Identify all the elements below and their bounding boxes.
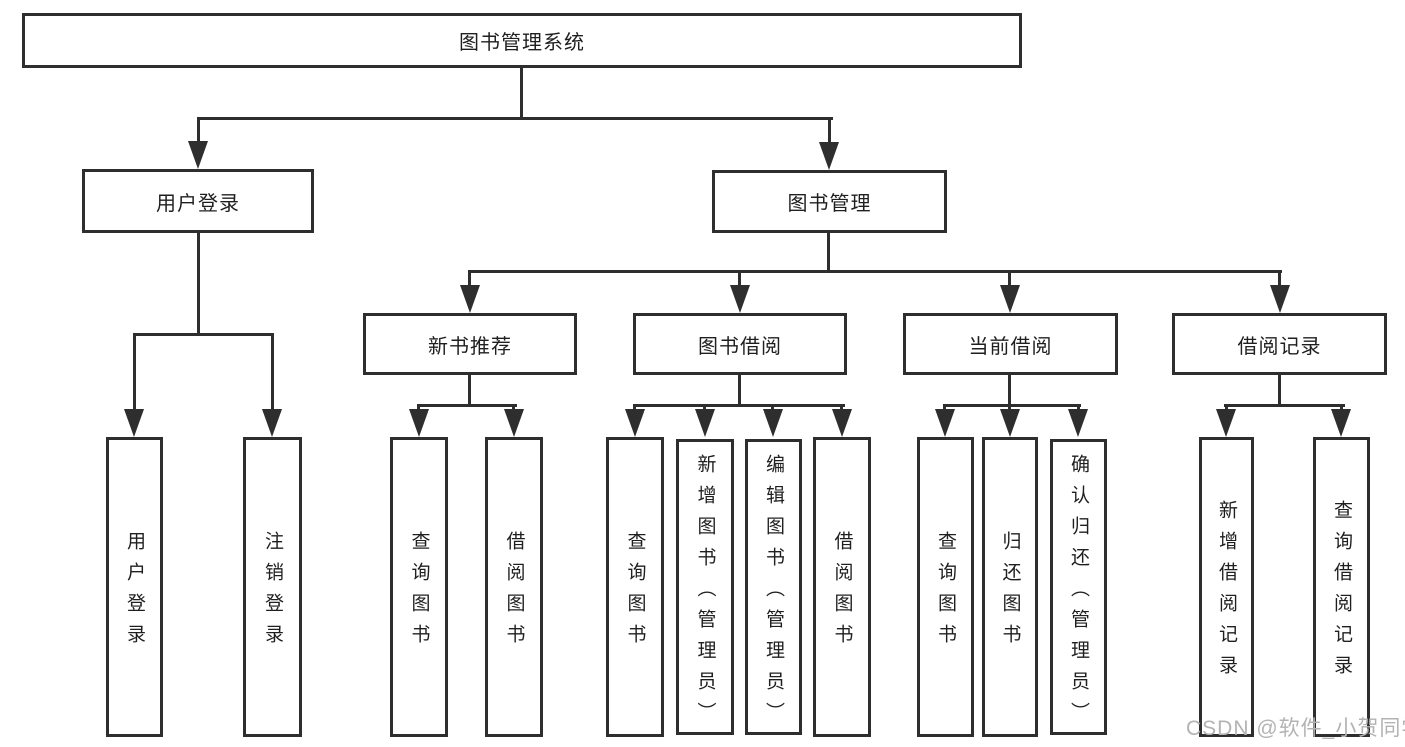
node-leaf-query-books-borrow: 查询图书 <box>606 437 664 737</box>
edge-logout-leaf-stub <box>271 333 274 411</box>
edge-borrowing-stub <box>738 270 741 287</box>
node-label: 用户登录 <box>156 192 240 215</box>
node-label: 查询借阅记录 <box>1331 500 1352 686</box>
edge-leaf-stub <box>633 404 636 412</box>
arrow-to-leaf <box>935 409 955 437</box>
arrow-to-leaf <box>1068 409 1088 437</box>
edge-leaf-stub <box>771 404 774 412</box>
edge-login-leaf-stub <box>133 333 136 411</box>
arrow-to-leaf <box>504 409 524 437</box>
arrow-to-login-leaf <box>124 409 144 437</box>
node-label: 查询图书 <box>408 531 430 655</box>
arrow-to-book-mgmt <box>819 142 839 170</box>
edge-records-stem <box>1278 375 1281 407</box>
edge-leaf-stub <box>1340 404 1343 412</box>
edge-leaf-stub <box>417 404 420 412</box>
node-label: 确认归还（管理员） <box>1068 453 1089 733</box>
node-new-book-recommendation: 新书推荐 <box>363 313 577 375</box>
node-library-management-system: 图书管理系统 <box>22 13 1022 68</box>
edge-newbook-stub <box>468 270 471 287</box>
edge-records-hline <box>1224 404 1345 407</box>
edge-level2-hline <box>197 117 833 120</box>
node-label: 图书借阅 <box>698 335 782 358</box>
edge-borrowing-hline <box>633 404 845 407</box>
node-current-borrowing: 当前借阅 <box>903 313 1118 375</box>
edge-newbook-hline <box>417 404 517 407</box>
arrow-to-leaf <box>695 409 715 437</box>
node-label: 当前借阅 <box>968 335 1053 358</box>
edge-current-hline <box>943 404 1081 407</box>
edge-leaf-stub <box>703 404 706 412</box>
arrow-to-new-book-rec <box>460 285 480 313</box>
edge-user-login-stem <box>197 233 200 336</box>
edge-root-stem <box>520 68 523 118</box>
node-label: 新增图书（管理员） <box>694 453 716 733</box>
edge-borrowing-stem <box>738 375 741 407</box>
arrow-to-leaf <box>763 409 783 437</box>
node-label: 图书管理 <box>787 193 872 215</box>
node-label: 注销登录 <box>262 531 283 655</box>
node-label: 新增借阅记录 <box>1216 500 1237 686</box>
node-label: 查询图书 <box>624 531 646 655</box>
node-label: 图书管理系统 <box>459 32 585 54</box>
edge-leaf-stub <box>1008 404 1011 412</box>
node-leaf-query-borrow-record: 查询借阅记录 <box>1313 437 1370 737</box>
node-label: 用户登录 <box>124 531 145 655</box>
edge-user-login-hline <box>133 333 274 336</box>
edge-current-stub <box>1008 270 1011 287</box>
node-label: 借阅记录 <box>1237 335 1322 358</box>
edge-level3-hline <box>468 270 1282 273</box>
arrow-to-user-login <box>188 141 208 169</box>
node-label: 借阅图书 <box>831 531 853 655</box>
node-leaf-query-books-current: 查询图书 <box>917 437 974 737</box>
node-book-borrowing: 图书借阅 <box>633 313 847 375</box>
arrow-to-leaf <box>625 409 645 437</box>
edge-current-stem <box>1008 375 1011 407</box>
arrow-to-leaf <box>409 409 429 437</box>
edge-newbook-stem <box>468 375 471 407</box>
node-label: 编辑图书（管理员） <box>763 453 784 733</box>
edge-leaf-stub <box>943 404 946 412</box>
edge-leaf-stub <box>1225 404 1228 412</box>
edge-user-login-stub <box>197 117 200 143</box>
edge-leaf-stub <box>1077 404 1080 412</box>
arrow-to-book-borrowing <box>730 285 750 313</box>
edge-records-stub <box>1278 270 1281 287</box>
edge-leaf-stub <box>512 404 515 412</box>
node-leaf-confirm-return-admin: 确认归还（管理员） <box>1050 439 1107 735</box>
arrow-to-leaf <box>1331 409 1351 437</box>
edge-book-mgmt-stem <box>827 233 830 273</box>
node-leaf-edit-books-admin: 编辑图书（管理员） <box>745 439 802 735</box>
node-leaf-add-borrow-record: 新增借阅记录 <box>1199 437 1254 737</box>
edge-leaf-stub <box>840 404 843 412</box>
node-book-management: 图书管理 <box>712 170 947 233</box>
node-leaf-return-books: 归还图书 <box>982 437 1038 737</box>
node-user-login: 用户登录 <box>82 169 314 233</box>
node-label: 查询图书 <box>935 531 956 655</box>
node-label: 借阅图书 <box>503 531 525 655</box>
arrow-to-current-borrowing <box>1000 285 1020 313</box>
arrow-to-leaf <box>832 409 852 437</box>
node-leaf-user-login: 用户登录 <box>106 437 163 737</box>
arrow-to-logout-leaf <box>262 409 282 437</box>
node-leaf-borrow-books-rec: 借阅图书 <box>485 437 543 737</box>
edge-book-mgmt-stub <box>828 117 831 143</box>
node-borrowing-records: 借阅记录 <box>1172 313 1387 375</box>
node-leaf-query-books-rec: 查询图书 <box>390 437 448 737</box>
arrow-to-leaf <box>1216 409 1236 437</box>
node-label: 归还图书 <box>999 531 1021 655</box>
node-leaf-borrow-books: 借阅图书 <box>813 437 871 737</box>
node-leaf-logout: 注销登录 <box>243 437 302 737</box>
node-label: 新书推荐 <box>428 335 512 358</box>
arrow-to-leaf <box>1000 409 1020 437</box>
arrow-to-borrowing-records <box>1270 285 1290 313</box>
node-leaf-add-books-admin: 新增图书（管理员） <box>676 439 734 735</box>
csdn-watermark: CSDN @软件_小贺同学 <box>1186 717 1405 740</box>
